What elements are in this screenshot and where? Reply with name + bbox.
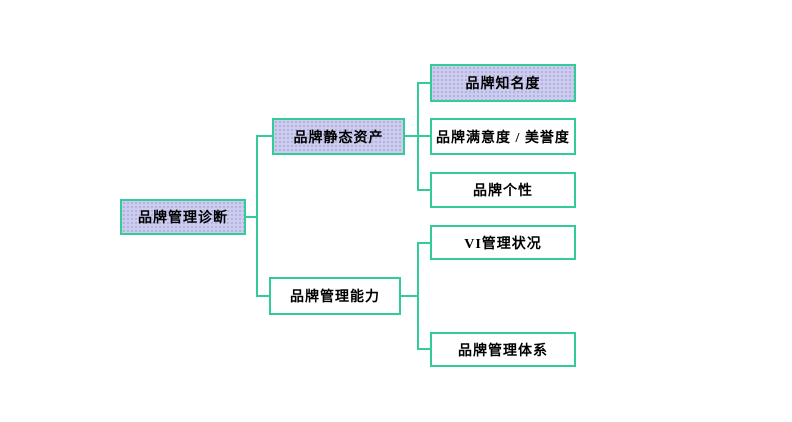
connector-awareness-branch <box>419 82 430 84</box>
node-brand-static-assets: 品牌静态资产 <box>272 118 405 155</box>
connector-static-assets-stub <box>258 135 272 137</box>
connector-ability-trunk <box>417 242 419 350</box>
connector-management-ability-stub <box>258 295 271 297</box>
connector-ability-right-stub <box>401 295 417 297</box>
node-brand-management-ability: 品牌管理能力 <box>269 277 401 315</box>
connector-root-stub <box>246 216 258 218</box>
connector-vi-status-branch <box>419 242 430 244</box>
node-brand-management-system: 品牌管理体系 <box>430 332 576 367</box>
node-vi-management-status: VI管理状况 <box>430 225 576 260</box>
node-brand-awareness: 品牌知名度 <box>430 64 576 102</box>
node-label: 品牌管理诊断 <box>138 211 228 226</box>
node-label: 品牌静态资产 <box>293 130 384 146</box>
connector-management-system-branch <box>419 348 430 350</box>
node-label: VI管理状况 <box>464 236 542 252</box>
node-brand-management-diagnosis: 品牌管理诊断 <box>120 199 246 235</box>
node-label: 品牌知名度 <box>465 77 541 92</box>
node-label: 品牌个性 <box>473 184 533 199</box>
node-brand-personality: 品牌个性 <box>430 172 576 208</box>
node-label: 品牌管理体系 <box>458 343 548 359</box>
node-brand-satisfaction-reputation: 品牌满意度 / 美誉度 <box>430 118 576 155</box>
node-label: 品牌满意度 / 美誉度 <box>436 130 570 146</box>
node-label: 品牌管理能力 <box>290 290 380 305</box>
connector-personality-branch <box>419 189 430 191</box>
connector-satisfaction-branch <box>405 135 430 137</box>
